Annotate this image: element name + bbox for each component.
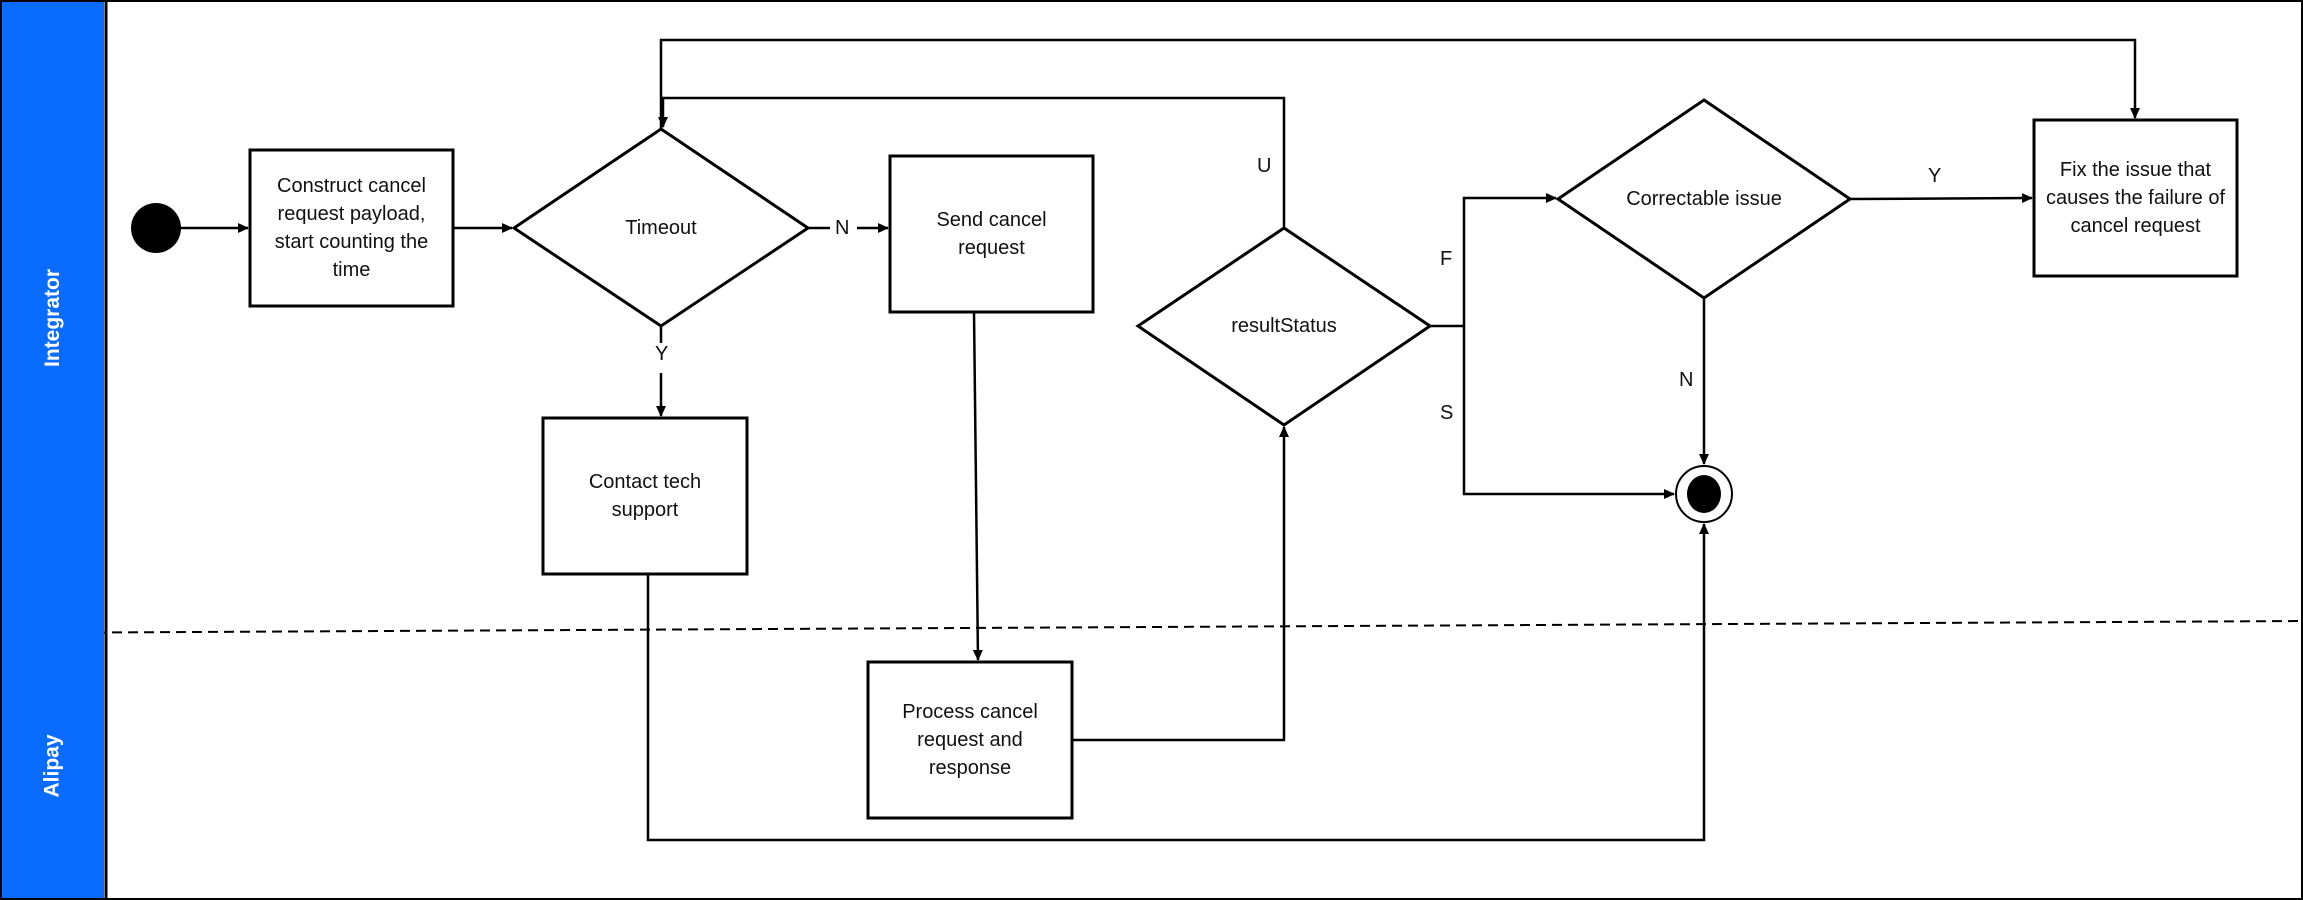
lane-header-integrator xyxy=(2,2,104,633)
edge-label-timeout-no: N xyxy=(835,217,850,239)
edge-status-fail xyxy=(1430,193,1557,328)
edge-label-status-s: S xyxy=(1440,402,1454,424)
result-status-diamond xyxy=(1135,226,1433,427)
construct-payload-box xyxy=(248,148,455,308)
end-node-core xyxy=(1687,475,1721,513)
edge-support-to-end xyxy=(646,523,1709,842)
lane-label-alipay: Alipay xyxy=(41,733,64,798)
edge-label-correctable-no: N xyxy=(1679,369,1694,391)
timeout-label: Timeout xyxy=(625,217,697,239)
fix-issue-box xyxy=(2032,118,2239,278)
send-cancel-label: Send cancel request xyxy=(936,209,1047,259)
lane-label-integrator: Integrator xyxy=(40,268,64,367)
process-cancel-box xyxy=(866,660,1074,820)
result-status-label: resultStatus xyxy=(1231,315,1337,337)
process-cancel-label: Process cancel request and response xyxy=(902,701,1038,779)
send-cancel-box xyxy=(888,154,1095,314)
start-node xyxy=(131,203,181,253)
edge-label-timeout-yes: Y xyxy=(655,343,669,365)
edge-send-to-process xyxy=(972,311,983,661)
edge-label-correctable-yes: Y xyxy=(1928,165,1942,187)
contact-support-label: Contact tech support xyxy=(588,471,702,521)
edge-retry-to-fix xyxy=(659,38,2140,129)
edge-process-to-status xyxy=(1072,426,1289,742)
edge-label-status-f: F xyxy=(1440,248,1453,270)
fix-issue-label: Fix the issue that causes the failure of… xyxy=(2046,159,2225,237)
edge-correctable-yes xyxy=(1849,193,2033,204)
lane-header-alipay xyxy=(2,633,104,898)
construct-payload-label: Construct cancel request payload, start … xyxy=(274,175,429,281)
edge-status-unknown xyxy=(658,96,1286,228)
edge-label-status-u: U xyxy=(1257,155,1272,177)
contact-support-box xyxy=(541,416,749,576)
correctable-label: Correctable issue xyxy=(1626,188,1782,210)
swimlane-separator xyxy=(0,620,2303,634)
edge-status-success xyxy=(1462,326,1675,499)
